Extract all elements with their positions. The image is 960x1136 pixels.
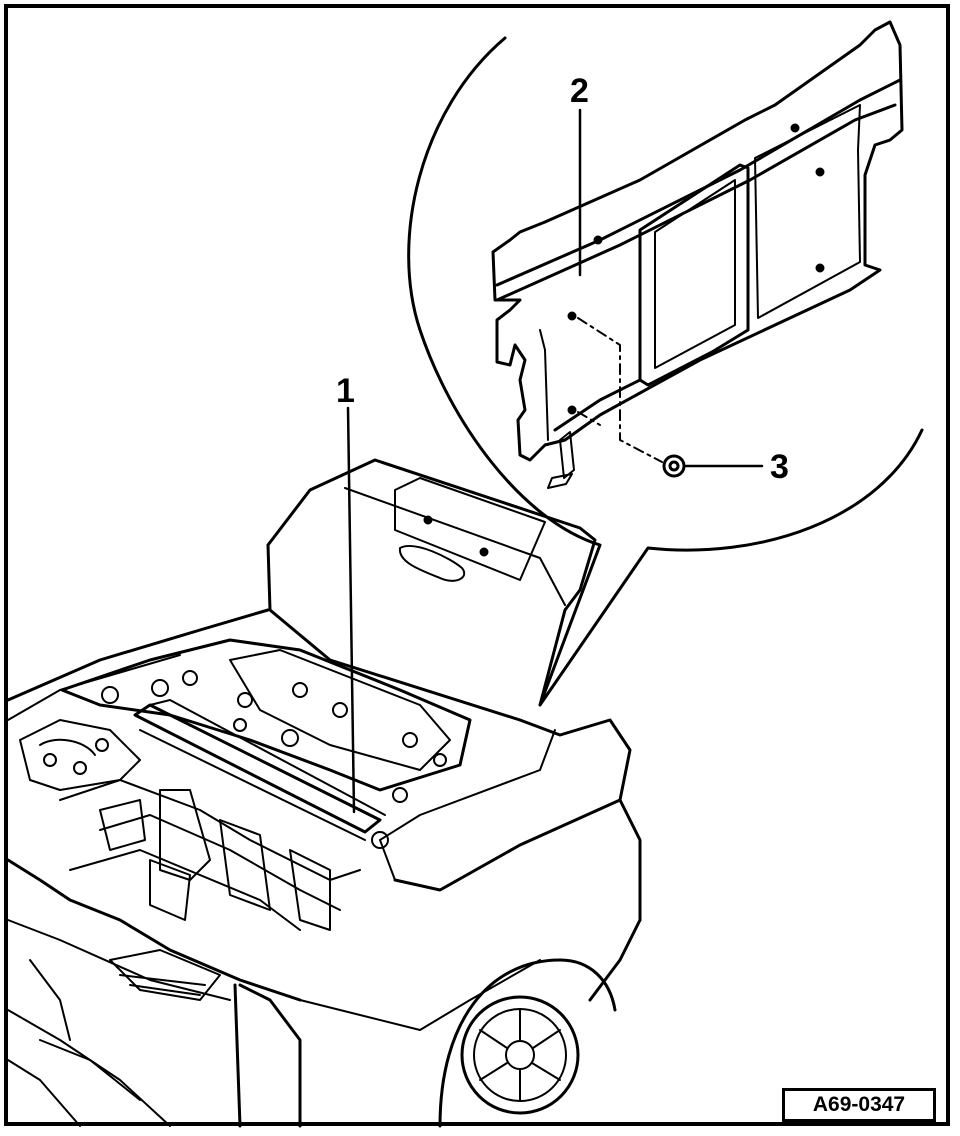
reference-code-box: A69-0347 [782, 1088, 936, 1122]
callout-label-3: 3 [770, 448, 789, 486]
car-body [6, 458, 642, 1128]
callout-label-2: 2 [570, 72, 589, 110]
diagram-frame [4, 4, 950, 1126]
nut-part [662, 454, 686, 478]
detail-bubble [407, 36, 924, 707]
callout-labels: 1 2 3 [336, 72, 789, 486]
callout-leaders [346, 108, 764, 814]
rear-panel-part [491, 20, 904, 489]
leader-line-1 [346, 406, 356, 814]
callout-label-1: 1 [336, 372, 355, 410]
